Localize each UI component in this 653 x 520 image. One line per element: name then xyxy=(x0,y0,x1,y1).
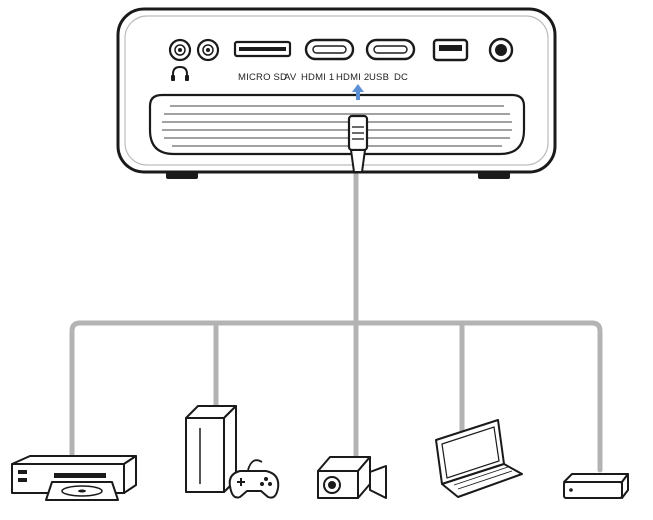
label-micro-sd: MICRO SD xyxy=(238,72,287,83)
projector-inner-rim xyxy=(124,15,549,166)
hdmi-plug xyxy=(347,114,369,173)
game-console-icon xyxy=(185,405,237,493)
label-usb: USB xyxy=(369,72,389,83)
laptop-icon xyxy=(435,419,523,498)
hdmi-2-port xyxy=(365,38,416,61)
media-box-icon xyxy=(563,473,629,499)
port-labels: MICRO SD AV HDMI 1 HDMI 2 USB DC xyxy=(238,72,408,83)
camcorder-icon xyxy=(317,456,387,499)
port-row xyxy=(168,37,514,81)
headphone-icon xyxy=(171,65,189,81)
projector: MICRO SD AV HDMI 1 HDMI 2 USB DC xyxy=(116,7,557,179)
label-hdmi1: HDMI 1 xyxy=(301,72,334,83)
label-av: AV xyxy=(284,72,297,83)
av-jack-port xyxy=(196,38,220,62)
audio-jack-port xyxy=(168,38,192,62)
usb-port xyxy=(432,38,469,62)
hdmi-1-port xyxy=(304,38,355,61)
rear-grille xyxy=(148,93,526,156)
cable-bus xyxy=(69,320,603,473)
dvd-player-icon xyxy=(11,455,137,501)
label-hdmi2: HDMI 2 xyxy=(336,72,369,83)
arrow-up-icon xyxy=(352,84,364,100)
game-controller-icon xyxy=(228,459,280,499)
dc-power-port xyxy=(488,37,514,63)
micro-sd-slot xyxy=(233,40,292,58)
label-dc: DC xyxy=(394,72,408,83)
cable-tree xyxy=(69,169,603,473)
